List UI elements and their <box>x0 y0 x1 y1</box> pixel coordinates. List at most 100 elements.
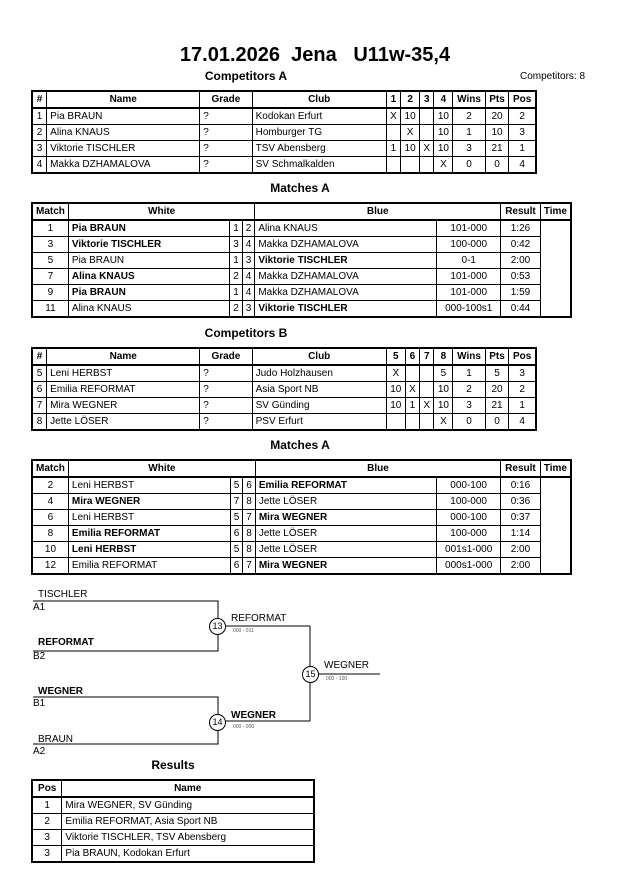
sf1-bottom-seed: B2 <box>33 651 46 662</box>
column-header: 3 <box>419 90 435 109</box>
table-cell: ? <box>199 364 253 382</box>
column-header: Grade <box>199 347 253 366</box>
competitors-count: Competitors: 8 <box>520 71 586 82</box>
table-cell: Viktorie TISCHLER, TSV Abensberg <box>61 829 315 846</box>
table-cell: 0 <box>452 413 486 431</box>
table-cell: 100-000 <box>436 236 502 253</box>
column-header: 2 <box>400 90 421 109</box>
table-cell: Pia BRAUN <box>67 219 231 237</box>
table-cell: 6 <box>31 509 69 526</box>
table-cell: 5 <box>229 541 244 558</box>
column-header: # <box>31 90 48 109</box>
table-cell: 3 <box>508 124 537 141</box>
table-cell: 0:42 <box>500 236 541 253</box>
table-cell <box>385 124 402 141</box>
table-cell: 4 <box>241 268 256 285</box>
table-cell: 3 <box>508 364 537 382</box>
table-cell: 2 <box>452 107 486 125</box>
table-cell: 7 <box>242 509 256 526</box>
final-score: 000 - 100 <box>326 676 348 682</box>
table-cell <box>419 364 435 382</box>
table-cell <box>385 413 406 431</box>
column-header: Pos <box>508 347 537 366</box>
column-header: White <box>67 202 256 221</box>
table-cell: Emilia REFORMAT <box>67 525 231 542</box>
table-cell: 6 <box>229 557 244 575</box>
table-cell: 2:00 <box>500 557 541 575</box>
table-cell: 0:53 <box>500 268 541 285</box>
table-cell: 0 <box>484 156 510 174</box>
table-cell: Judo Holzhausen <box>251 364 387 382</box>
table-cell: 20 <box>484 107 510 125</box>
table-cell: ? <box>199 124 253 141</box>
table-cell: 5 <box>433 364 454 382</box>
table-cell: Alina KNAUS <box>254 219 438 237</box>
table-cell: Leni HERBST <box>67 509 231 526</box>
table-cell: 3 <box>229 236 243 253</box>
table-cell: 2:00 <box>500 541 541 558</box>
table-cell: 9 <box>31 284 69 301</box>
sf1-bottom-name: REFORMAT <box>38 637 94 648</box>
table-cell: 1:26 <box>500 219 541 237</box>
table-cell <box>419 381 435 398</box>
table-cell: 2 <box>452 381 486 398</box>
table-cell: 10 <box>433 124 454 141</box>
table-cell: 10 <box>433 140 454 157</box>
table-cell: Leni HERBST <box>67 476 231 494</box>
column-header: Time <box>539 459 572 478</box>
table-cell: Mira WEGNER <box>67 493 231 510</box>
table-cell: 7 <box>242 557 256 575</box>
table-cell: 6 <box>31 381 48 398</box>
column-header: Club <box>251 347 387 366</box>
table-cell: 10 <box>433 107 454 125</box>
table-cell: 8 <box>242 525 256 542</box>
table-cell: SV Schmalkalden <box>251 156 387 174</box>
table-cell: 1:14 <box>500 525 541 542</box>
table-cell: Homburger TG <box>251 124 387 141</box>
table-cell: Mira WEGNER <box>46 397 201 414</box>
sf1-winner: REFORMAT <box>231 613 287 624</box>
sf1-score: 000 - 011 <box>233 628 254 634</box>
table-cell: 0:36 <box>500 493 541 510</box>
table-cell: 1 <box>508 397 537 414</box>
table-cell: 1 <box>31 796 63 814</box>
table-cell: 3 <box>31 829 63 846</box>
table-cell: 0:16 <box>500 476 541 494</box>
table-cell: 1 <box>452 124 486 141</box>
table-cell: 0:37 <box>500 509 541 526</box>
table-cell: 8 <box>242 541 256 558</box>
column-header: Match <box>31 202 69 221</box>
table-cell: 5 <box>31 252 69 269</box>
table-cell: 7 <box>31 268 69 285</box>
table-cell: Jette LÖSER <box>254 525 438 542</box>
table-cell: 10 <box>400 107 421 125</box>
table-cell: 2:00 <box>500 252 541 269</box>
table-cell: Makka DZHAMALOVA <box>46 156 201 174</box>
table-cell: 2 <box>241 219 256 237</box>
table-cell: 4 <box>31 156 48 174</box>
table-cell: Viktorie TISCHLER <box>67 236 231 253</box>
matches-b-heading: Matches A <box>270 438 330 452</box>
table-cell: 000-100s1 <box>436 300 502 318</box>
table-cell: 0-1 <box>436 252 502 269</box>
table-cell: ? <box>199 381 253 398</box>
table-cell: 2 <box>508 381 537 398</box>
table-cell: 1 <box>229 252 243 269</box>
table-cell: PSV Erfurt <box>251 413 387 431</box>
matches-a-heading: Matches A <box>270 181 330 195</box>
column-header: 6 <box>404 347 421 366</box>
